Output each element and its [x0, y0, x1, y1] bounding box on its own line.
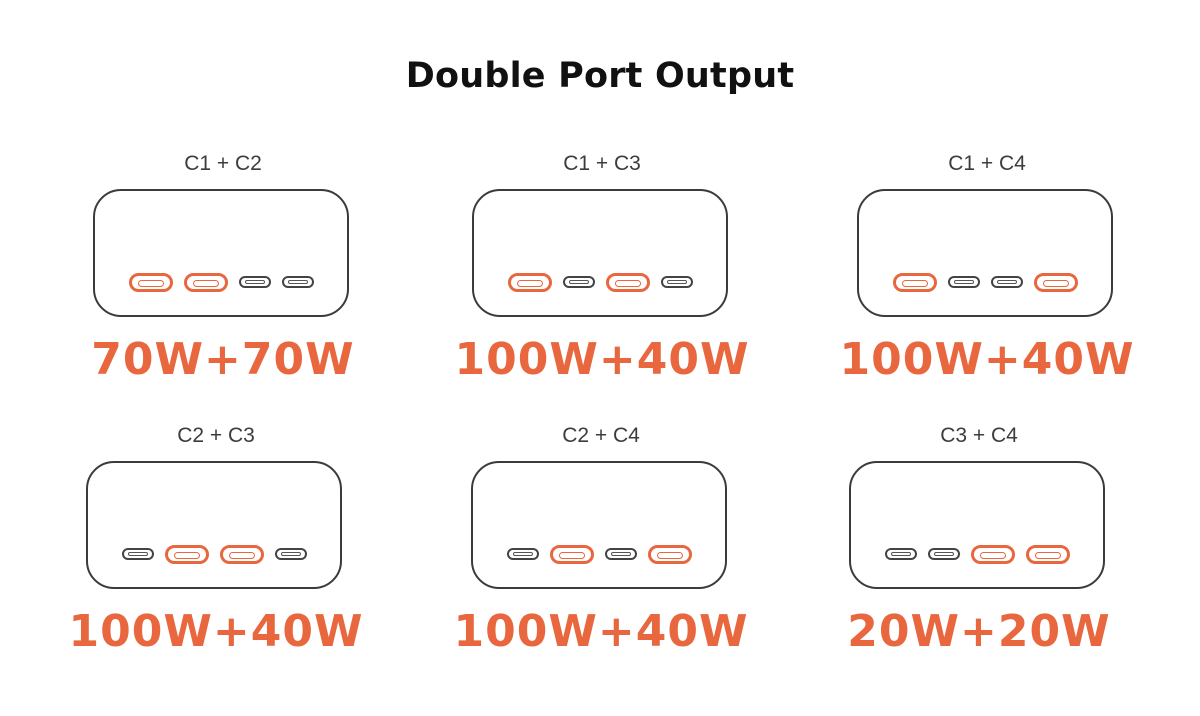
- port-row: [851, 543, 1103, 565]
- port-row: [88, 543, 340, 565]
- usb-c-port-c2: [562, 276, 595, 288]
- usb-c-port-c2: [549, 544, 594, 564]
- output-wattage: 100W+40W: [454, 334, 750, 385]
- usb-c-port-c2: [183, 272, 228, 292]
- port-row: [95, 271, 347, 293]
- combo-label: C1 + C2: [184, 152, 262, 175]
- device-outline: [471, 461, 727, 589]
- output-wattage: 100W+40W: [839, 334, 1135, 385]
- usb-c-port-c3: [604, 548, 637, 560]
- usb-c-port-c3: [605, 272, 650, 292]
- combo-c1-c2: C1 + C2 70W+70W: [73, 152, 373, 392]
- port-row: [474, 271, 726, 293]
- output-wattage: 20W+20W: [847, 606, 1111, 657]
- output-wattage: 100W+40W: [453, 606, 749, 657]
- usb-c-port-c4: [274, 548, 307, 560]
- usb-c-port-c3: [990, 276, 1023, 288]
- combo-c1-c4: C1 + C4 100W+40W: [837, 152, 1137, 392]
- device-outline: [86, 461, 342, 589]
- usb-c-port-c2: [927, 548, 960, 560]
- usb-c-port-c1: [121, 548, 154, 560]
- usb-c-port-c1: [892, 272, 937, 292]
- combo-label: C1 + C4: [948, 152, 1026, 175]
- usb-c-port-c1: [884, 548, 917, 560]
- usb-c-port-c2: [947, 276, 980, 288]
- usb-c-port-c4: [1033, 272, 1078, 292]
- device-outline: [849, 461, 1105, 589]
- combo-label: C2 + C3: [177, 424, 255, 447]
- usb-c-port-c4: [647, 544, 692, 564]
- page-title: Double Port Output: [405, 56, 795, 96]
- usb-c-port-c1: [507, 272, 552, 292]
- combo-label: C1 + C3: [563, 152, 641, 175]
- combo-c2-c4: C2 + C4 100W+40W: [451, 424, 751, 664]
- combo-label: C2 + C4: [562, 424, 640, 447]
- usb-c-port-c4: [281, 276, 314, 288]
- output-wattage: 100W+40W: [68, 606, 364, 657]
- port-row: [859, 271, 1111, 293]
- usb-c-port-c3: [219, 544, 264, 564]
- combo-c2-c3: C2 + C3 100W+40W: [66, 424, 366, 664]
- port-row: [473, 543, 725, 565]
- combo-label: C3 + C4: [940, 424, 1018, 447]
- usb-c-port-c4: [660, 276, 693, 288]
- device-outline: [857, 189, 1113, 317]
- output-wattage: 70W+70W: [91, 334, 355, 385]
- device-outline: [93, 189, 349, 317]
- combo-c1-c3: C1 + C3 100W+40W: [452, 152, 752, 392]
- usb-c-port-c1: [128, 272, 173, 292]
- usb-c-port-c1: [506, 548, 539, 560]
- usb-c-port-c3: [970, 544, 1015, 564]
- usb-c-port-c2: [164, 544, 209, 564]
- usb-c-port-c3: [238, 276, 271, 288]
- combo-c3-c4: C3 + C4 20W+20W: [829, 424, 1129, 664]
- usb-c-port-c4: [1025, 544, 1070, 564]
- device-outline: [472, 189, 728, 317]
